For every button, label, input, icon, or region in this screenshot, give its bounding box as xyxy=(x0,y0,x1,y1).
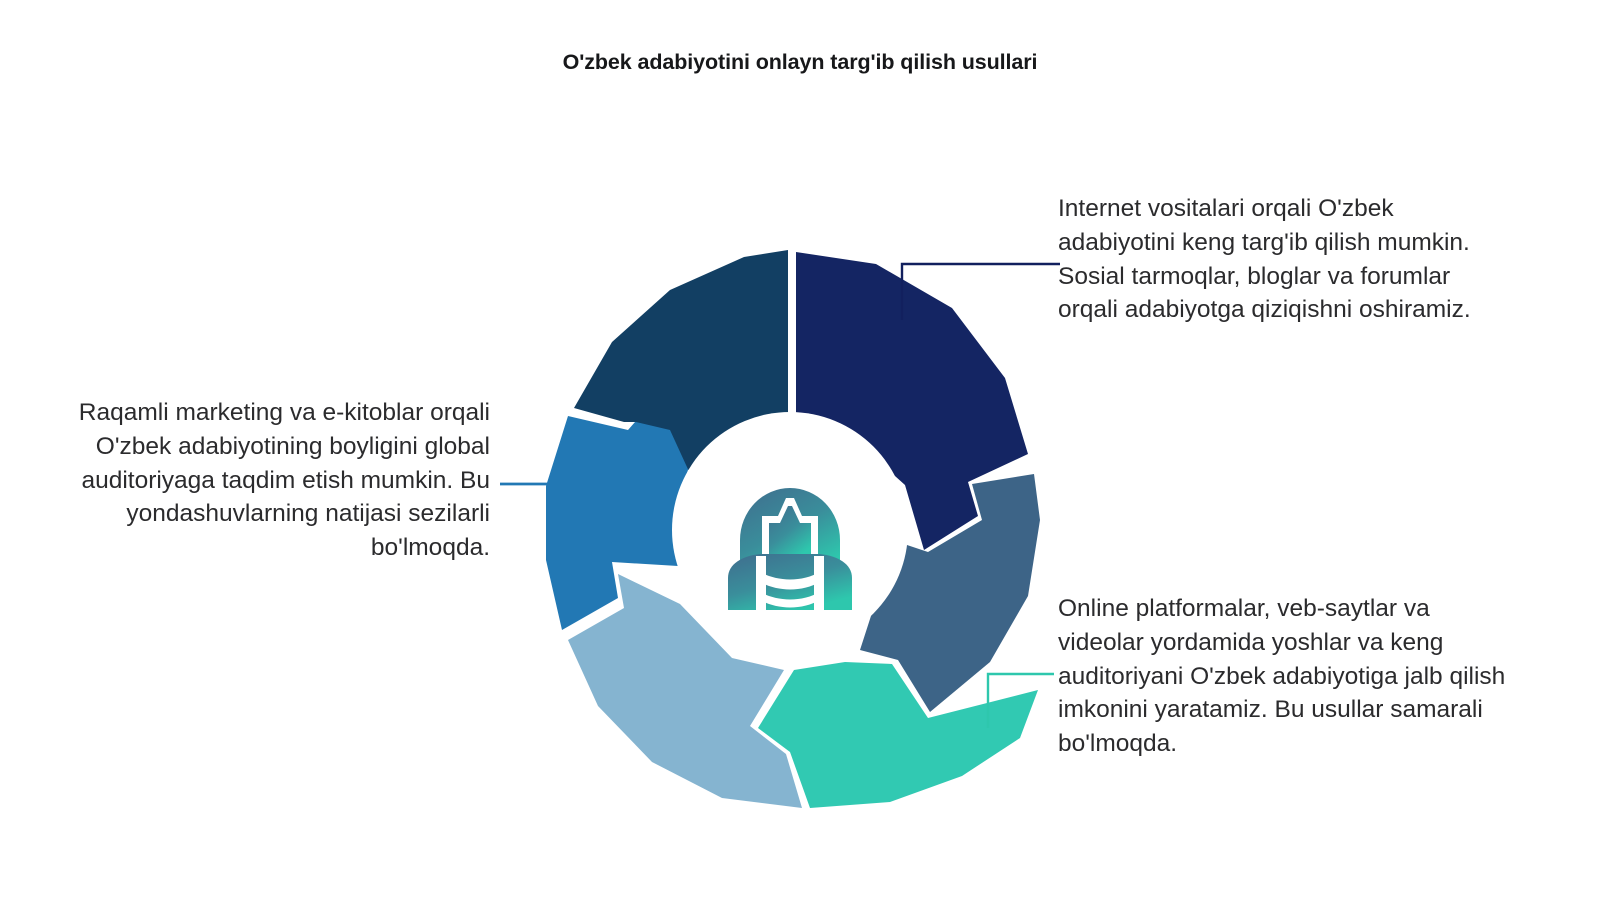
connector-right-bottom xyxy=(986,672,1054,728)
segmented-donut-wheel xyxy=(500,230,1080,810)
callout-text-left: Raqamli marketing va e-kitoblar orqali O… xyxy=(78,399,490,562)
wheel-svg xyxy=(546,250,1040,808)
connector-left xyxy=(500,482,566,486)
wheel-segment-navy[interactable] xyxy=(796,252,1028,550)
wheel-segment-dark-teal[interactable] xyxy=(574,250,788,478)
wheel-segment-teal[interactable] xyxy=(758,662,1038,808)
wheel-segment-light-blue[interactable] xyxy=(568,574,802,808)
wheel-segment-blue[interactable] xyxy=(546,398,694,630)
connector-right-top xyxy=(900,262,1060,320)
wheel-segment-slate[interactable] xyxy=(860,474,1040,712)
page-title: O'zbek adabiyotini onlayn targ'ib qilish… xyxy=(562,50,1038,74)
callout-text-right-bottom: Online platformalar, veb-saytlar va vide… xyxy=(1058,595,1506,758)
callout-text-right-top: Internet vositalari orqali O'zbek adabiy… xyxy=(1058,195,1471,324)
person-reader-icon xyxy=(728,488,852,610)
